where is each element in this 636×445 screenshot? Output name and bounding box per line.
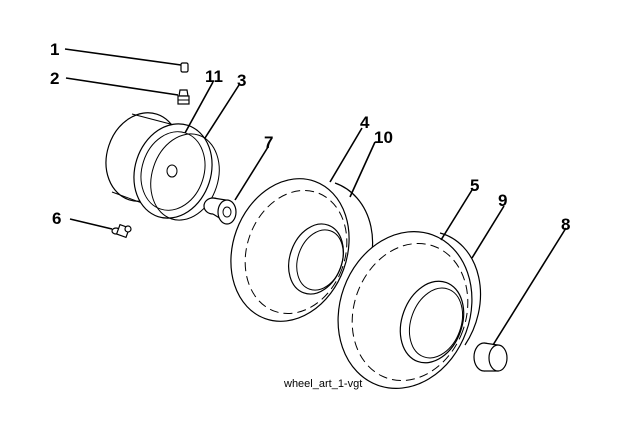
leader-6 [69, 218, 113, 230]
leader-8 [492, 227, 567, 346]
part-7-bushing [203, 197, 237, 225]
callout-10: 10 [374, 128, 393, 147]
callout-2: 2 [50, 69, 59, 88]
wheel-rim [105, 112, 220, 221]
part-6-grease-fitting [111, 223, 132, 239]
callout-4: 4 [360, 113, 370, 132]
part-1-valve-cap [180, 62, 189, 73]
leader-lines [64, 48, 567, 346]
leader-9 [471, 205, 505, 259]
leader-1 [64, 48, 182, 66]
leader-2 [65, 77, 179, 96]
caption: wheel_art_1-vgt [283, 378, 362, 390]
part-8-hub-cap [473, 342, 508, 372]
callout-numbers: 1 2 11 3 7 4 10 5 9 6 8 [50, 40, 570, 234]
callout-9: 9 [498, 191, 507, 210]
leader-5 [440, 189, 473, 241]
part-5-rear-tire [337, 231, 482, 389]
callout-5: 5 [470, 176, 479, 195]
callout-6: 6 [52, 209, 61, 228]
leader-11 [184, 81, 214, 134]
leader-7 [234, 146, 269, 201]
callout-7: 7 [264, 133, 273, 152]
leader-3 [204, 84, 240, 139]
leader-10 [349, 141, 376, 198]
callout-11: 11 [205, 67, 223, 86]
callout-1: 1 [50, 40, 59, 59]
leader-4 [329, 127, 363, 183]
callout-8: 8 [561, 215, 570, 234]
callout-3: 3 [237, 71, 246, 90]
part-2-valve-stem [177, 89, 190, 105]
